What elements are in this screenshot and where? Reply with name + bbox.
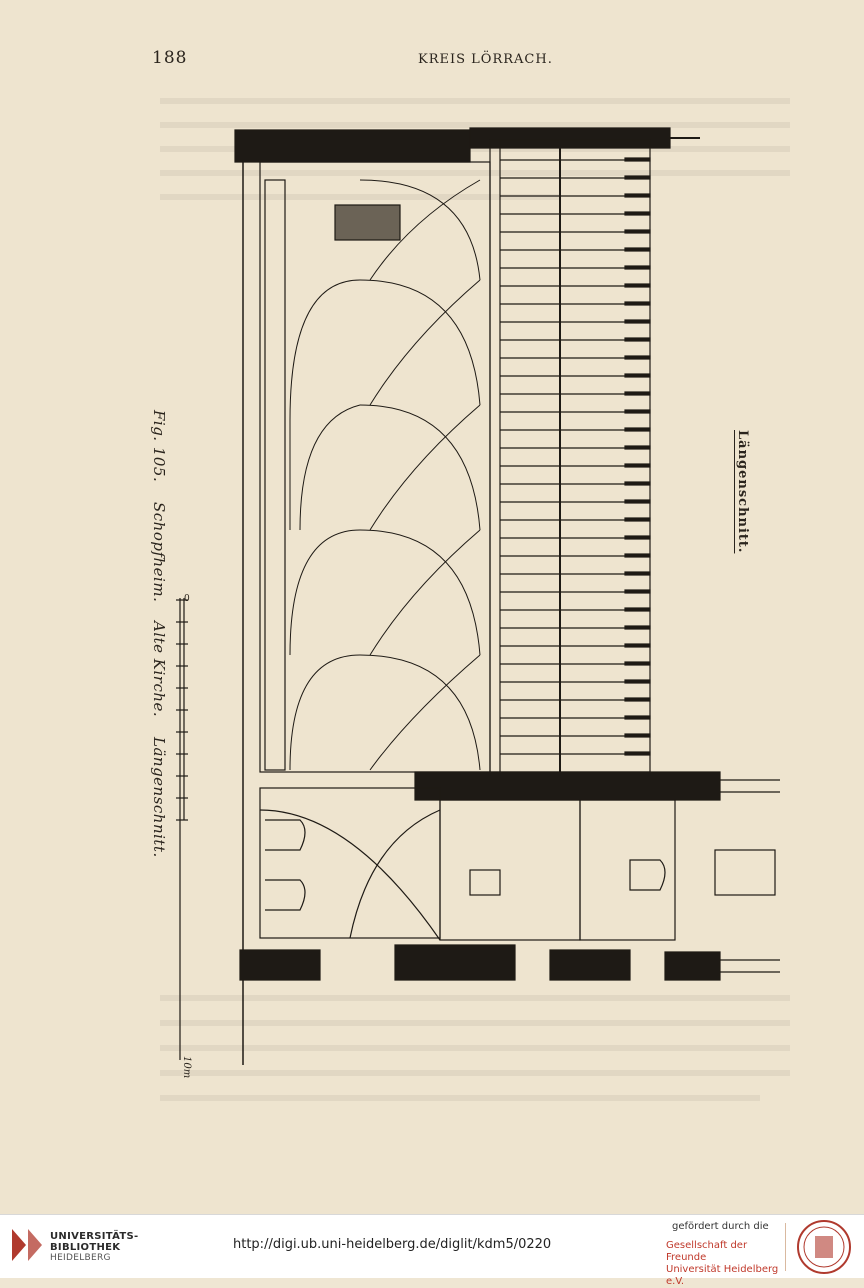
sponsor-name-line1: Gesellschaft der Freunde bbox=[666, 1240, 748, 1263]
truss-beam-end bbox=[624, 715, 651, 720]
sponsor-name-line2: Universität Heidelberg e.V. bbox=[666, 1264, 779, 1287]
truss-beam-end bbox=[624, 463, 651, 468]
library-name-line1: UNIVERSITÄTS- bbox=[50, 1231, 139, 1242]
truss-beam-end bbox=[624, 337, 651, 342]
page-number: 188 bbox=[152, 48, 188, 68]
show-through-text bbox=[160, 194, 560, 200]
sponsor-label: gefördert durch die bbox=[672, 1221, 769, 1232]
truss-beam-end bbox=[624, 481, 651, 486]
truss-beam-end bbox=[624, 301, 651, 306]
show-through-text bbox=[160, 170, 790, 176]
truss-beam-end bbox=[624, 355, 651, 360]
library-name-line2: BIBLIOTHEK bbox=[50, 1242, 121, 1253]
show-through-text bbox=[160, 1020, 790, 1026]
library-name[interactable]: UNIVERSITÄTS- BIBLIOTHEK HEIDELBERG bbox=[50, 1231, 139, 1264]
truss-beam-end bbox=[624, 391, 651, 396]
truss-beam-end bbox=[624, 157, 651, 162]
truss-beam-end bbox=[624, 229, 651, 234]
truss-beam-end bbox=[624, 517, 651, 522]
truss-beam-end bbox=[624, 265, 651, 270]
scale-start-label: 0 bbox=[184, 594, 190, 604]
library-logo-icon[interactable] bbox=[10, 1225, 44, 1265]
truss-beam-end bbox=[624, 535, 651, 540]
truss-beam-end bbox=[624, 211, 651, 216]
truss-beam-end bbox=[624, 445, 651, 450]
show-through-text bbox=[160, 122, 790, 128]
truss-beam-end bbox=[624, 751, 651, 756]
truss-beam-end bbox=[624, 283, 651, 288]
truss-beam-end bbox=[624, 697, 651, 702]
caption-place: Schopfheim. bbox=[150, 501, 168, 602]
show-through-text bbox=[160, 1095, 760, 1101]
scale-end-label: 10m bbox=[181, 1056, 192, 1079]
viewer-footer: UNIVERSITÄTS- BIBLIOTHEK HEIDELBERG http… bbox=[0, 1214, 864, 1287]
truss-beam-end bbox=[624, 427, 651, 432]
truss-beam-end bbox=[624, 643, 651, 648]
caption-building: Alte Kirche. bbox=[150, 621, 168, 718]
section-drawing bbox=[176, 127, 780, 1065]
show-through-text bbox=[160, 1045, 790, 1051]
sponsor-block[interactable]: gefördert durch die Gesellschaft der Fre… bbox=[666, 1221, 781, 1288]
figure-caption: Fig. 105. Schopfheim. Alte Kirche. Länge… bbox=[150, 410, 168, 871]
truss-beam-end bbox=[624, 193, 651, 198]
truss-beam-end bbox=[624, 175, 651, 180]
truss-beam-end bbox=[624, 679, 651, 684]
truss-beam-end bbox=[624, 733, 651, 738]
truss-beam-end bbox=[624, 625, 651, 630]
library-name-line3: HEIDELBERG bbox=[50, 1253, 111, 1263]
permalink-url[interactable]: http://digi.ub.uni-heidelberg.de/diglit/… bbox=[233, 1237, 552, 1252]
show-through-text bbox=[160, 995, 790, 1001]
show-through-text bbox=[160, 98, 790, 104]
truss-beam-end bbox=[624, 661, 651, 666]
caption-view: Längenschnitt. bbox=[150, 736, 168, 858]
truss-beam-end bbox=[624, 373, 651, 378]
truss-beam-end bbox=[624, 553, 651, 558]
truss-beam-end bbox=[624, 589, 651, 594]
truss-beam-end bbox=[624, 319, 651, 324]
truss-beam-end bbox=[624, 247, 651, 252]
footer-divider bbox=[785, 1223, 786, 1271]
running-title: KREIS LÖRRACH. bbox=[418, 52, 553, 67]
university-seal-icon[interactable] bbox=[796, 1219, 852, 1275]
scanned-page: 188 KREIS LÖRRACH. bbox=[150, 48, 790, 1101]
truss-beam-end bbox=[624, 499, 651, 504]
show-through-text bbox=[160, 146, 790, 152]
drawing-label: Längenschnitt. bbox=[735, 430, 750, 554]
caption-figure-number: Fig. 105. bbox=[150, 410, 168, 483]
truss-beam-end bbox=[624, 607, 651, 612]
truss-beam-end bbox=[624, 409, 651, 414]
truss-beam-end bbox=[624, 571, 651, 576]
show-through-text bbox=[160, 1070, 790, 1076]
